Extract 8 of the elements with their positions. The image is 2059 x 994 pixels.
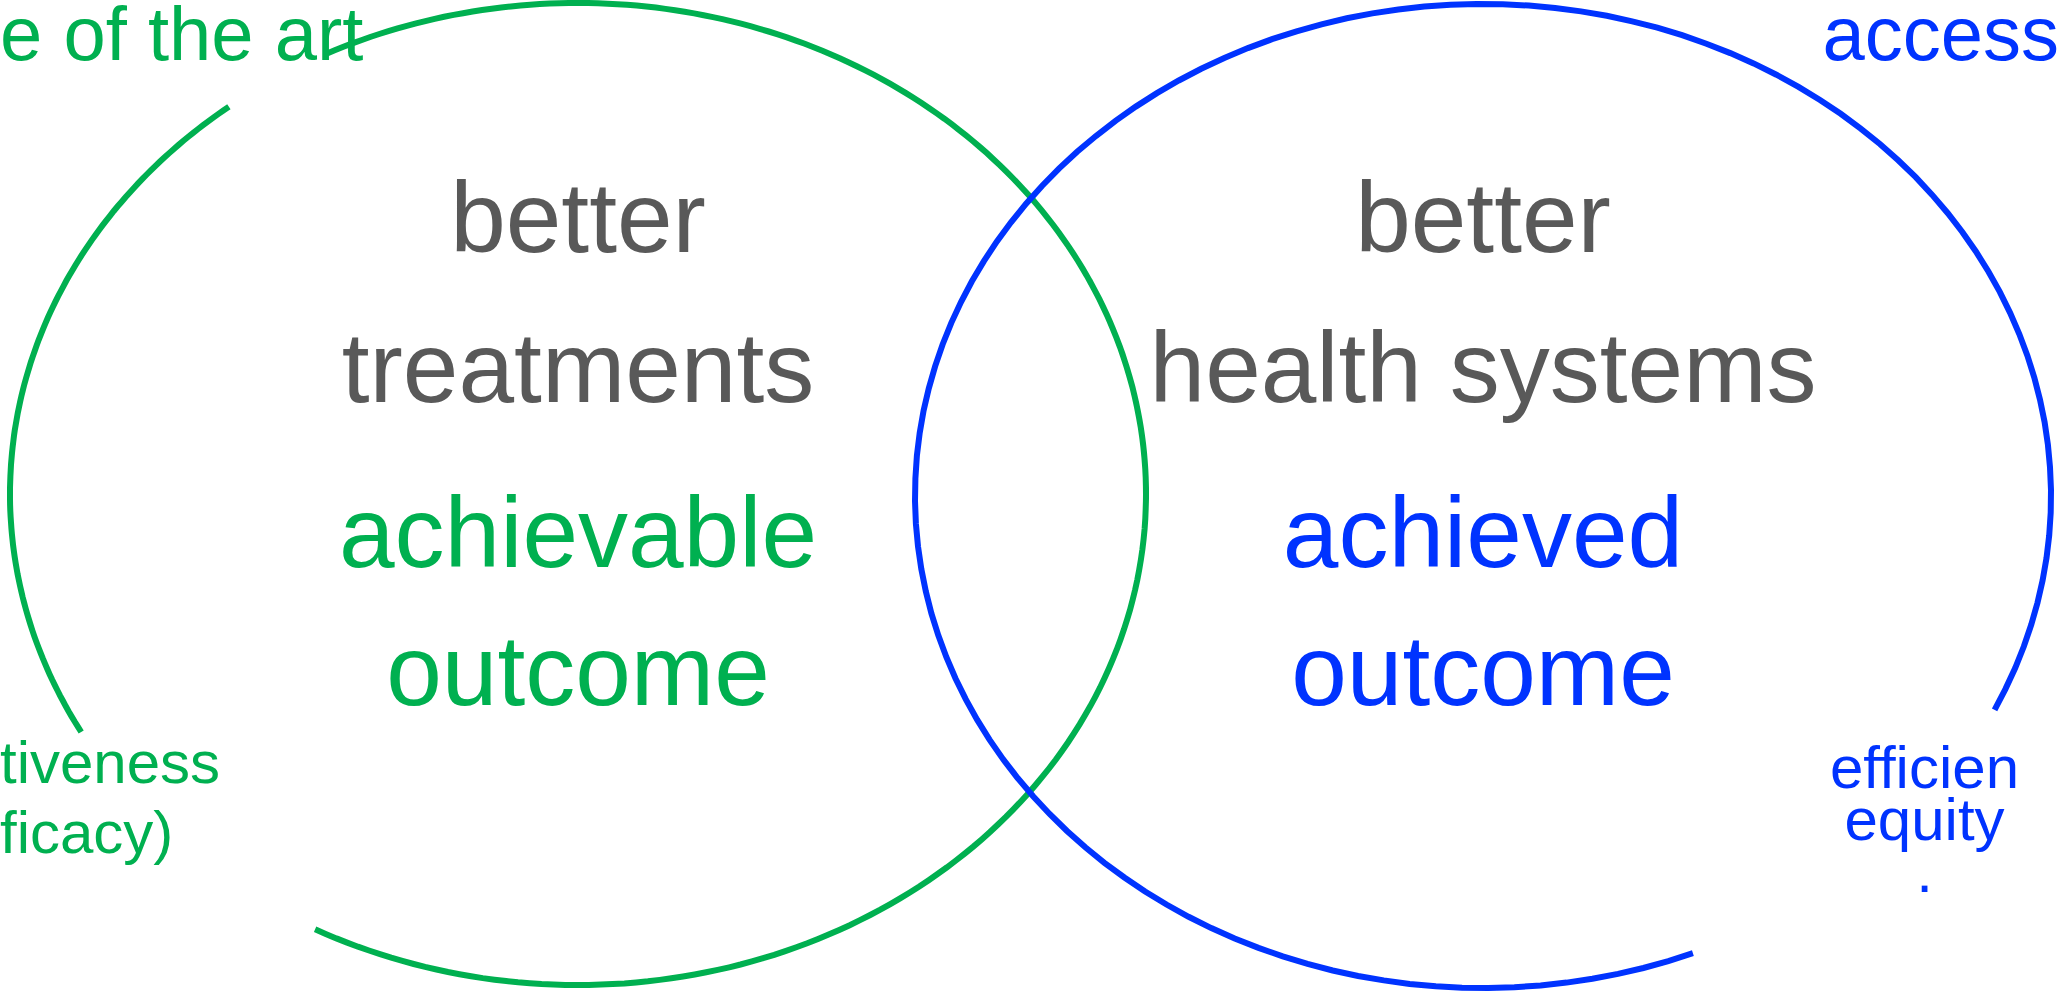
outcome-label: achievable outcome	[337, 475, 819, 728]
side-label: tiveness ficacy)	[0, 728, 222, 868]
circle-heading: better treatments	[340, 160, 816, 425]
circle-heading: better health systems	[1148, 160, 1818, 425]
side-label: efficien equity .	[1829, 742, 2020, 898]
outcome-label: achieved outcome	[1281, 475, 1685, 728]
side-label: access	[1821, 0, 2059, 74]
side-label: e of the art	[0, 0, 365, 74]
